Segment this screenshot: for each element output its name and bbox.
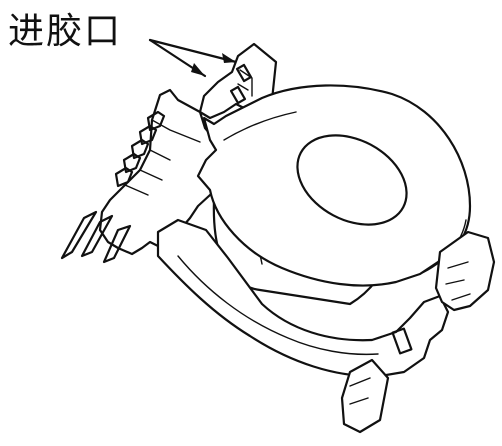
pins-left [60,210,132,264]
gate-inlet-label: 进胶口 [8,11,123,52]
front-flange [196,84,472,287]
pin-bottom-right [340,358,390,434]
arrowhead-lower [191,63,205,76]
arrowhead-upper [222,53,236,63]
leader-line-upper [148,38,238,64]
right-lug [434,230,496,312]
pin-teeth [114,110,166,188]
leader-arrows [148,38,238,78]
